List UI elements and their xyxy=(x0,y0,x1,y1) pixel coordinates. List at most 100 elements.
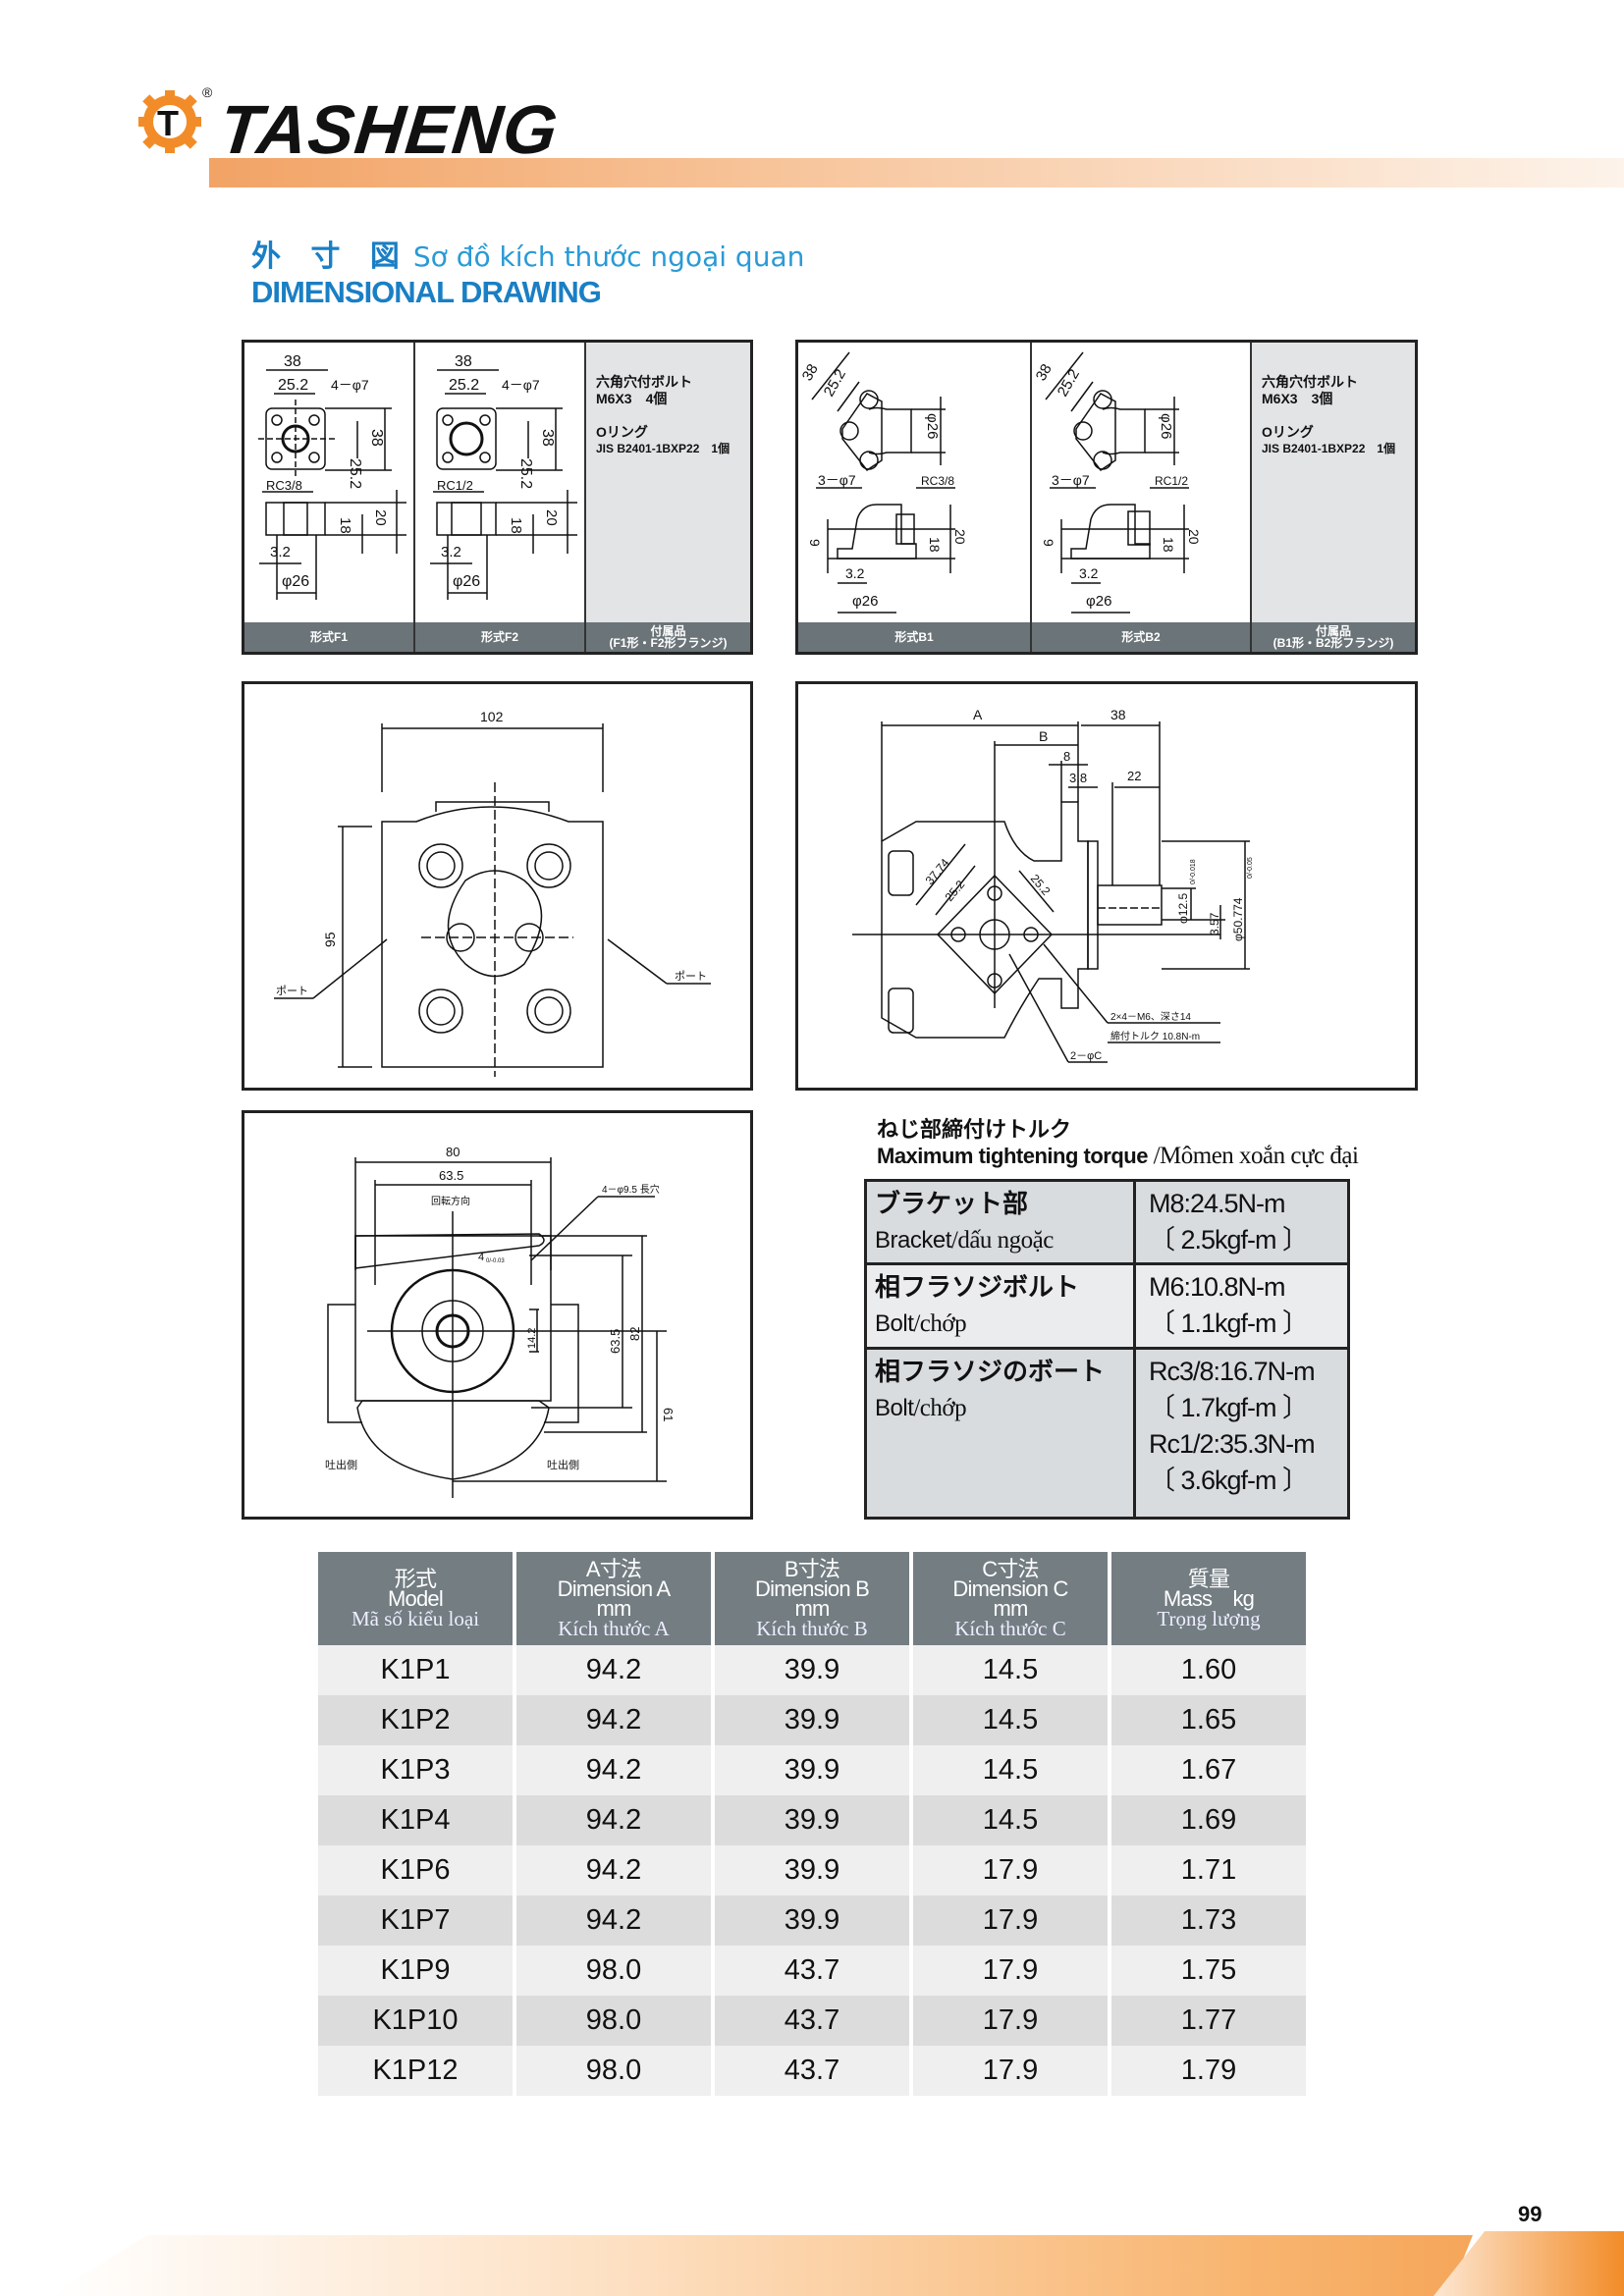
spec-cell: 1.73 xyxy=(1111,1896,1306,1946)
dim-holes: 4－φ7 xyxy=(331,377,369,393)
spec-cell: 98.0 xyxy=(516,1946,711,1996)
dim-width: 38 xyxy=(284,353,301,370)
torque-part-jp: 相フラソジボルト xyxy=(875,1272,1080,1302)
header-bar xyxy=(209,158,1624,187)
dim-20: 20 xyxy=(543,509,560,526)
dim-9: 9 xyxy=(807,539,823,547)
dim-port: RC1/2 xyxy=(1155,474,1188,488)
acc-label-title: 付属品 xyxy=(650,624,686,638)
torque-title-vn: /Mômen xoắn cực đại xyxy=(1153,1143,1359,1169)
rear-view-svg: 80 63.5 回転方向 4－φ9.5 長穴 4 0/-0.03 14.2 63… xyxy=(325,1145,676,1498)
front-view-svg: 102 95 ポート ポート xyxy=(274,709,711,1077)
dim-b: B xyxy=(1039,728,1048,744)
flange-panel-f: 38 25.2 4－φ7 25.2 38 RC3/8 18 20 3.2 φ26… xyxy=(242,340,753,655)
spec-cell: 43.7 xyxy=(715,1946,909,1996)
dim-25-2-b: 25.2 xyxy=(1028,872,1054,898)
torque-part-jp: ブラケット部 xyxy=(875,1189,1029,1218)
acc-bolt: 六角穴付ボルト xyxy=(1262,374,1358,390)
dim-3-8: 3.8 xyxy=(1069,771,1087,785)
spec-header-jp: B寸法 xyxy=(784,1556,840,1581)
acc-label-title: 付属品 xyxy=(1315,624,1351,638)
torque-value: 〔 1.7kgf-m 〕 xyxy=(1149,1393,1309,1422)
acc-bolt-spec: M6X3 4個 xyxy=(596,391,668,406)
spec-cell: 17.9 xyxy=(913,1845,1108,1896)
tap-label: 2×4－M6、深さ14 xyxy=(1110,1011,1191,1023)
spec-header-en: Dimension C xyxy=(952,1575,1068,1601)
dim-18: 18 xyxy=(1161,537,1176,553)
footer-band xyxy=(49,2231,1624,2296)
spec-header-unit: mm xyxy=(993,1595,1028,1621)
spec-cell: 1.65 xyxy=(1111,1695,1306,1745)
dim-63-5-w: 63.5 xyxy=(439,1168,463,1183)
spec-header-jp: C寸法 xyxy=(982,1556,1039,1581)
dim-port: RC3/8 xyxy=(266,478,302,493)
torque-part-jp: 相フラソジのボート xyxy=(875,1357,1106,1386)
dim-25-2-a: 25.2 xyxy=(943,878,968,904)
torque-part-vn: /dấu ngoặc xyxy=(950,1227,1054,1254)
dim-8: 8 xyxy=(1063,749,1070,764)
spec-header-en: Model xyxy=(388,1585,444,1611)
dim-3-2: 3.2 xyxy=(270,544,291,561)
dim-hole-pitch: 25.2 xyxy=(449,377,479,394)
flange-b1-drawing: 38 25.2 φ26 3－φ7 RC3/8 9 18 20 3.2 φ26 xyxy=(799,351,968,614)
spec-cell: K1P1 xyxy=(318,1645,513,1695)
flange-b1-label: 形式B1 xyxy=(798,622,1030,652)
spec-cell: 94.2 xyxy=(516,1845,711,1896)
acc-oring-spec: JIS B2401-1BXP22 1個 xyxy=(596,442,731,455)
acc-label: 付属品 (B1形・B2形フランジ) xyxy=(1252,622,1415,652)
spec-cell: 1.69 xyxy=(1111,1795,1306,1845)
spec-cell: 94.2 xyxy=(516,1896,711,1946)
torque-title-en: Maximum tightening torque xyxy=(877,1144,1148,1168)
spec-cell: K1P12 xyxy=(318,2046,513,2096)
dim-pilot-tol: 0/-0.05 xyxy=(1247,857,1254,879)
spec-cell: 1.60 xyxy=(1111,1645,1306,1695)
side-view-drawing: A B 38 8 3.8 22 37.74 25.2 25.2 φ12.5 0/… xyxy=(795,681,1418,1091)
dim-v-pitch: 25.2 xyxy=(517,458,534,489)
dim-diameter: φ26 xyxy=(1086,593,1111,610)
key-tolerance: 0/-0.03 xyxy=(486,1258,505,1264)
spec-cell: 1.77 xyxy=(1111,1996,1306,2046)
spec-cell: 17.9 xyxy=(913,1996,1108,2046)
spec-header-vn: Kích thước C xyxy=(954,1616,1066,1640)
spec-cell: K1P6 xyxy=(318,1845,513,1896)
dim-18: 18 xyxy=(337,517,353,534)
spec-header-en: Dimension B xyxy=(755,1575,870,1601)
torque-value: M8:24.5N-m xyxy=(1149,1189,1286,1218)
spec-header-jp: 形式 xyxy=(394,1566,437,1591)
spec-header-vn: Kích thước B xyxy=(756,1616,868,1640)
side-view-svg: A B 38 8 3.8 22 37.74 25.2 25.2 φ12.5 0/… xyxy=(852,707,1254,1063)
dim-82: 82 xyxy=(627,1327,642,1341)
flange-f1-label: 形式F1 xyxy=(244,622,413,652)
spec-cell: K1P9 xyxy=(318,1946,513,1996)
flange-b2: 38 25.2 φ26 3－φ7 RC1/2 9 18 20 3.2 φ26 形… xyxy=(1030,343,1250,652)
acc-oring: Oリング xyxy=(1262,424,1314,440)
torque-part-vn: /chớp xyxy=(913,1395,967,1421)
dim-pilot: φ50.774 xyxy=(1231,897,1245,941)
dim-width: 38 xyxy=(455,353,472,370)
dim-holes: 3－φ7 xyxy=(1052,472,1090,488)
dim-18: 18 xyxy=(508,517,524,534)
dim-22: 22 xyxy=(1127,769,1141,783)
spec-cell: 39.9 xyxy=(715,1795,909,1845)
spec-header-vn: Trọng lượng xyxy=(1157,1606,1261,1630)
torque-part-en: Bolt xyxy=(875,1310,914,1337)
spec-header-vn: Mã số kiểu loại xyxy=(351,1606,480,1630)
dim-height: 38 xyxy=(368,429,385,447)
acc-bolt-spec: M6X3 3個 xyxy=(1262,391,1333,406)
dim-a: A xyxy=(973,707,983,722)
dim-61: 61 xyxy=(661,1408,676,1421)
spec-header-en: Mass kg xyxy=(1163,1585,1255,1611)
dim-dia-top: φ26 xyxy=(924,413,941,439)
spec-cell: 39.9 xyxy=(715,1845,909,1896)
torque-title: ねじ部締付けトルク Maximum tightening torque /Môm… xyxy=(877,1117,1359,1170)
outlet-right-label: 吐出側 xyxy=(547,1458,579,1471)
spec-cell: 14.5 xyxy=(913,1645,1108,1695)
spec-cell: 39.9 xyxy=(715,1645,909,1695)
